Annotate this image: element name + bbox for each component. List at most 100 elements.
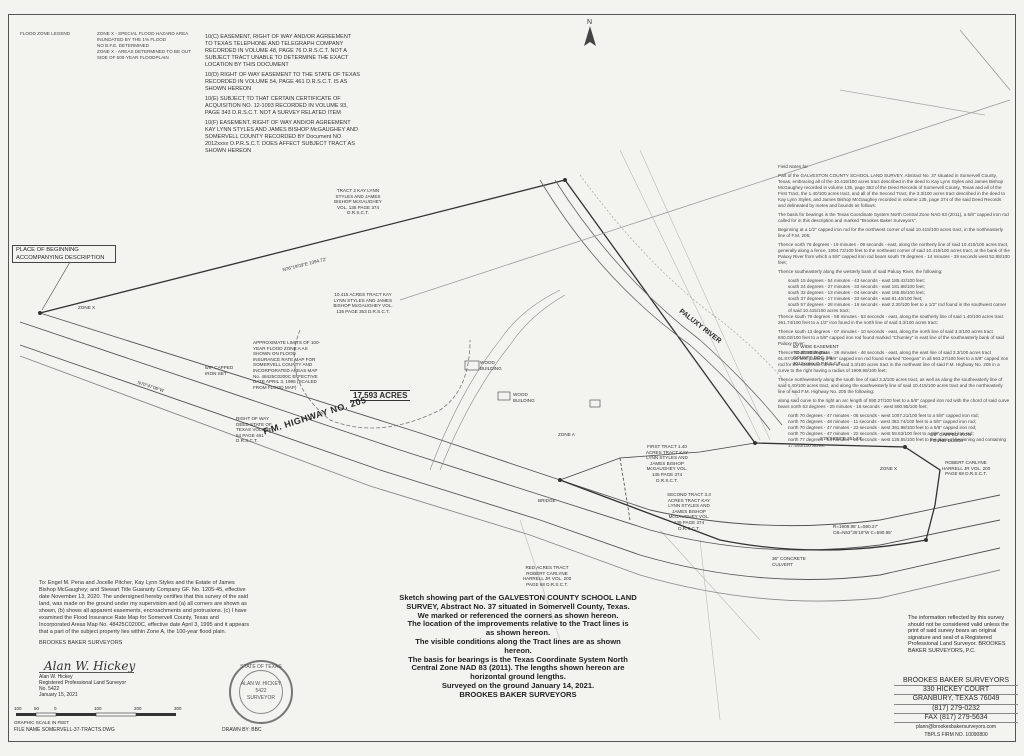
field-note-paragraph: Thence south 79 degrees - 58 minutes - 5…: [778, 314, 1004, 325]
caption-line: horizontal ground lengths.: [470, 672, 566, 682]
seal-inner-ring: ALAN W. HICKEY 5422 SURVEYOR: [239, 670, 283, 714]
curve-data-label: R=1909.98' L=590.27' CB=N53°25'16"W C=59…: [833, 524, 892, 535]
field-note-paragraph: along said curve to the right an arc len…: [778, 398, 1010, 409]
svg-text:N: N: [587, 19, 592, 26]
creek-line-2: [439, 294, 566, 471]
field-notes: Field Notes for Part of the GALVESTON CO…: [778, 164, 1010, 449]
field-note-paragraph: north 70 degrees - 47 minutes - 22 secon…: [788, 431, 974, 436]
field-note-paragraph: north 77 degrees - 54 minutes - 26 secon…: [788, 437, 1007, 448]
caption-line: We marked or referenced the corners as s…: [417, 610, 619, 620]
flood-zone-note: APPROXIMATE LIMITS OF 100-YEAR FLOOD ZON…: [253, 340, 321, 390]
certification-firm: BROOKES BAKER SURVEYORS: [39, 640, 123, 646]
tract-lines: [559, 442, 756, 521]
field-note-paragraph: north 70 degrees - 47 minutes - 06 secon…: [788, 413, 979, 418]
validity-warning: The information reflected by this survey…: [908, 615, 1009, 654]
legend-line: NO B.F.E. DETERMINED: [97, 43, 150, 48]
second-tract-label: SECOND TRACT 3.3 ACRES TRACT KAY LYNN ST…: [667, 492, 711, 531]
easement-note: 10(E) SUBJECT TO THAT CERTAIN CERTIFICAT…: [205, 96, 348, 116]
building-3: [589, 399, 601, 408]
surveyor-title: Registered Professional Land Surveyor No…: [39, 680, 126, 692]
styles-tract-label: 10.415 ACRES TRACT KAY LYNN STYLES AND J…: [333, 292, 393, 314]
scale-label: GRAPHIC SCALE IN FEET: [14, 720, 70, 725]
company-block: BROOKES BAKER SURVEYORS 330 HICKEY COURT…: [894, 677, 1018, 739]
caption-line: SURVEY, Abstract No. 37 situated in Some…: [406, 601, 630, 611]
zone-x-label: ZONE X: [880, 466, 898, 471]
field-note-paragraph: Thence southeasterly along the westerly …: [778, 269, 943, 274]
legend-title: FLOOD ZONE LEGEND: [20, 31, 71, 36]
highway-row-lines: [19, 312, 1001, 602]
field-note-paragraph: south 32 degrees - 13 minutes - 04 secon…: [788, 290, 925, 295]
culvert-label: 36" CONCRETE CULVERT: [772, 556, 806, 567]
building-2: [464, 360, 480, 371]
legend-line: SIDE OF 500-YEAR FLOODPLAIN: [97, 55, 169, 60]
first-tract-label: FIRST TRACT 1.40 ACRES TRACT KAY LYNN ST…: [645, 444, 689, 483]
scale-tick: 100: [14, 706, 22, 711]
scale-tick: 50: [34, 706, 40, 711]
easement-note: 10(D) RIGHT OF WAY EASEMENT TO THE STATE…: [205, 72, 360, 92]
acreage-label: 17.593 ACRES: [350, 390, 411, 401]
seal-name: ALAN W. HICKEY: [240, 681, 282, 687]
seal-bottom-text: SURVEYOR: [247, 695, 275, 701]
south-owner-label: RED ACRES TRACT ROBERT CARLYNE HARRELL J…: [522, 565, 572, 587]
north-arrow-icon: N: [584, 19, 596, 46]
easement-note: 10(F) EASEMENT, RIGHT OF WAY AND/OR AGRE…: [205, 120, 358, 154]
legend-line: ZONE X - SPECIAL FLOOD HAZARD AREA: [97, 31, 189, 36]
field-note-paragraph: south 24 degrees - 27 minutes - 33 secon…: [788, 284, 925, 289]
drawn-by: DRAWN BY: BBC: [222, 727, 262, 733]
easement-note: 10(C) EASEMENT, RIGHT OF WAY AND/OR AGRE…: [205, 34, 352, 68]
field-note-paragraph: north 70 degrees - 47 minutes - 23 secon…: [788, 425, 977, 430]
zone-x-label: ZONE X: [78, 305, 96, 310]
signature-script: Alan W. Hickey: [44, 659, 136, 673]
tract-north-label: TRACT 2 KAY LYNN STYLES AND JAMES BISHOP…: [334, 188, 382, 216]
seal-number: 5422: [255, 688, 267, 694]
company-city: GRANBURY, TEXAS 76049: [894, 695, 1018, 705]
scale-tick: 200: [134, 706, 142, 711]
east-owner-label: ROBERT CARLYNE HARRELL JR VOL. 200 PAGE …: [941, 460, 991, 477]
company-name: BROOKES BAKER SURVEYORS: [894, 677, 1018, 687]
capped-rod-label: 5/8" CAPPED IRON SET: [205, 365, 234, 376]
caption-line: The location of the improvements relativ…: [407, 619, 629, 629]
bridge-label: BRIDGE: [538, 498, 556, 503]
row-deed-label: RIGHT OF WAY DEED STATE OF TEXAS VOLUME …: [236, 416, 272, 444]
field-note-paragraph: south 15 degrees - 54 minutes - 43 secon…: [788, 278, 925, 283]
caption-line: Surveyed on the ground January 14, 2021.: [441, 680, 595, 690]
caption-line: Sketch showing part of the GALVESTON COU…: [399, 593, 637, 602]
building-1: [497, 391, 511, 401]
field-note-paragraph: Beginning at a 1/2" capped iron rod for …: [778, 227, 1004, 238]
legend-line: ZONE X - AREAS DETERMINED TO BE OUT: [97, 49, 192, 54]
flood-zone-line: [293, 329, 471, 429]
scale-tick: 0: [54, 706, 57, 711]
creek-line: [429, 289, 561, 471]
easement-notes: 10(C) EASEMENT, RIGHT OF WAY AND/OR AGRE…: [205, 34, 360, 158]
caption-line: BROOKES BAKER SURVEYORS: [459, 689, 577, 699]
company-address: 330 HICKEY COURT: [894, 686, 1018, 696]
sheet-border: [8, 14, 1016, 742]
company-phone: (817) 279-0232: [894, 705, 1018, 714]
flood-legend: FLOOD ZONE LEGEND: [20, 31, 90, 37]
bearing-south-line: S79°58'53"E 261.74': [820, 436, 863, 441]
file-name: FILE NAME SOMERVELL-37-TRACTS.DWG: [14, 727, 115, 733]
field-note-paragraph: south 37 degrees - 17 minutes - 33 secon…: [788, 296, 923, 301]
caption-line: Central Zone NAD 83 (2011). The lengths …: [411, 663, 625, 673]
field-note-paragraph: Part of the GALVESTON COUNTY SCHOOL LAND…: [778, 173, 1006, 208]
flood-legend-entries: ZONE X - SPECIAL FLOOD HAZARD AREA INUND…: [97, 31, 197, 61]
scale-tick: 100: [94, 706, 102, 711]
paluxy-river: [399, 29, 1011, 431]
corner-markers: [38, 178, 928, 542]
field-note-paragraph: north 70 degrees - 48 minutes - 11 secon…: [788, 419, 976, 424]
survey-caption: Sketch showing part of the GALVESTON COU…: [378, 593, 658, 700]
company-email: plann@brookesbakersurveyors.com: [915, 724, 997, 731]
caption-line: The basis for bearings is the Texas Coor…: [408, 654, 628, 664]
graphic-scale-bar: [16, 712, 176, 717]
caption-line: as shown hereon.: [485, 628, 551, 638]
river-easement-label: 50' WIDE EASEMENT TO SOMERVELL COUNTY DO…: [793, 344, 842, 366]
certification-block: To: Engel M. Pena and Jocelle Pitcher, K…: [39, 580, 249, 647]
place-of-beginning-label: Place of Beginning Accompanying Descript…: [12, 245, 116, 263]
seal-top-text: STATE OF TEXAS: [240, 664, 282, 670]
field-note-paragraph: south 57 degrees - 28 minutes - 16 secon…: [788, 302, 1007, 313]
signature-date: January 15, 2021: [39, 692, 78, 698]
scale-tick: 300: [174, 706, 182, 711]
capped-rod-label: 5/8" CAPPED IRON FOUND BUDDY: [930, 432, 971, 443]
field-note-paragraph: Thence south 20 degrees - 36 minutes - 4…: [778, 350, 1009, 373]
